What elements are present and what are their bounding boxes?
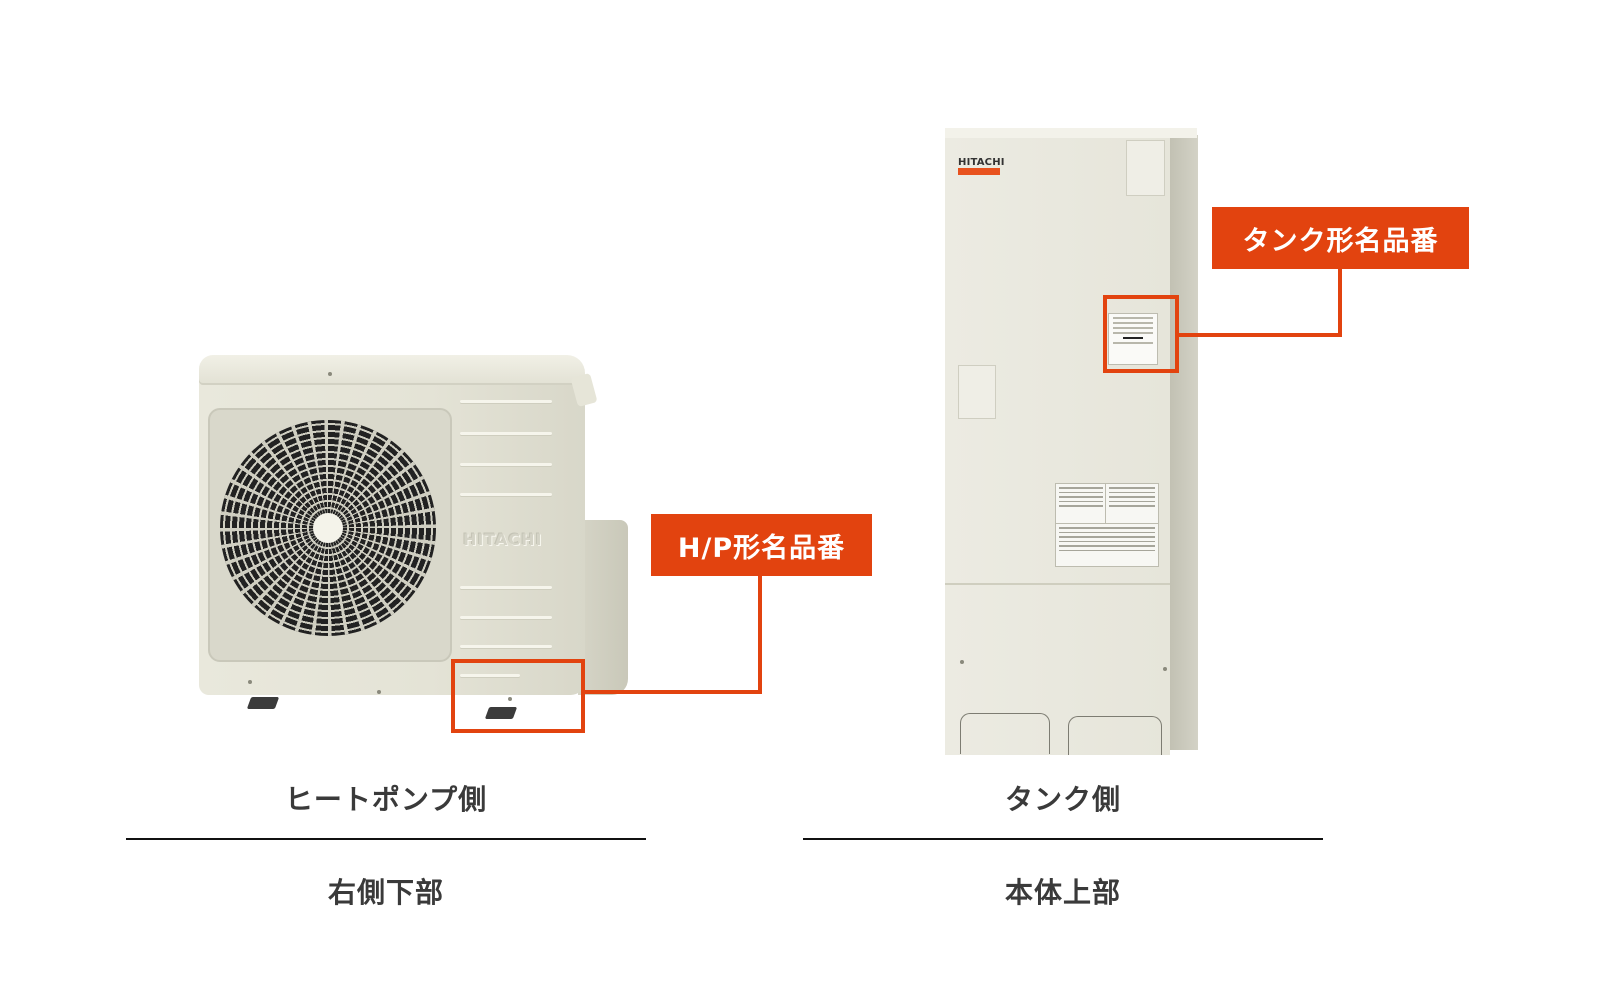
tank-panel-seam — [945, 583, 1170, 585]
heat-pump-caption: ヒートポンプ側 — [284, 783, 488, 816]
screw-icon — [508, 697, 512, 701]
vent-slat — [460, 432, 552, 435]
heat-pump-side-panel — [578, 520, 628, 695]
vent-slat — [460, 645, 552, 648]
heat-pump-location: 右側下部 — [327, 876, 444, 909]
warning-label — [1105, 483, 1159, 525]
screw-icon — [248, 680, 252, 684]
fan-hub — [313, 513, 343, 543]
vent-slat — [460, 674, 520, 677]
tank-brand-badge — [958, 168, 1000, 175]
tank-front-panel — [945, 135, 1170, 755]
vent-slat — [460, 463, 552, 466]
screw-icon — [1163, 667, 1167, 671]
vent-slat — [460, 586, 552, 589]
mounting-foot — [246, 697, 280, 709]
tank-connector-vertical — [1338, 268, 1342, 337]
tank-access-panel-top — [1126, 140, 1165, 196]
heat-pump-brand-logo: HITACHI — [463, 530, 543, 549]
tank-side-panel — [1170, 135, 1198, 750]
screw-icon — [377, 690, 381, 694]
heat-pump-connector-horizontal — [583, 690, 762, 694]
tank-caption: タンク側 — [1004, 783, 1121, 816]
tank-rating-label — [1108, 313, 1158, 365]
tank-top-cover — [945, 128, 1197, 138]
vent-slat — [460, 616, 552, 619]
pipe-cover-left — [960, 713, 1050, 754]
vent-slat — [460, 493, 552, 496]
pipe-cover-right — [1068, 716, 1162, 755]
screw-icon — [328, 372, 332, 376]
heat-pump-model-callout: H/P形名品番 — [651, 514, 872, 576]
vent-slat — [460, 400, 552, 403]
tank-access-panel-side — [958, 365, 996, 419]
screw-icon — [960, 660, 964, 664]
heat-pump-top-cover — [199, 355, 585, 385]
spec-label — [1055, 523, 1159, 567]
tank-connector-horizontal — [1177, 333, 1342, 337]
heat-pump-label-highlight — [451, 659, 585, 733]
tank-label-highlight — [1103, 295, 1179, 373]
heat-pump-connector-vertical — [758, 575, 762, 694]
tank-divider — [803, 838, 1323, 840]
heat-pump-divider — [126, 838, 646, 840]
tank-model-callout: タンク形名品番 — [1212, 207, 1469, 269]
tank-brand-logo: HITACHI — [958, 157, 1005, 168]
tank-location: 本体上部 — [1004, 876, 1121, 909]
warning-label — [1055, 483, 1107, 525]
